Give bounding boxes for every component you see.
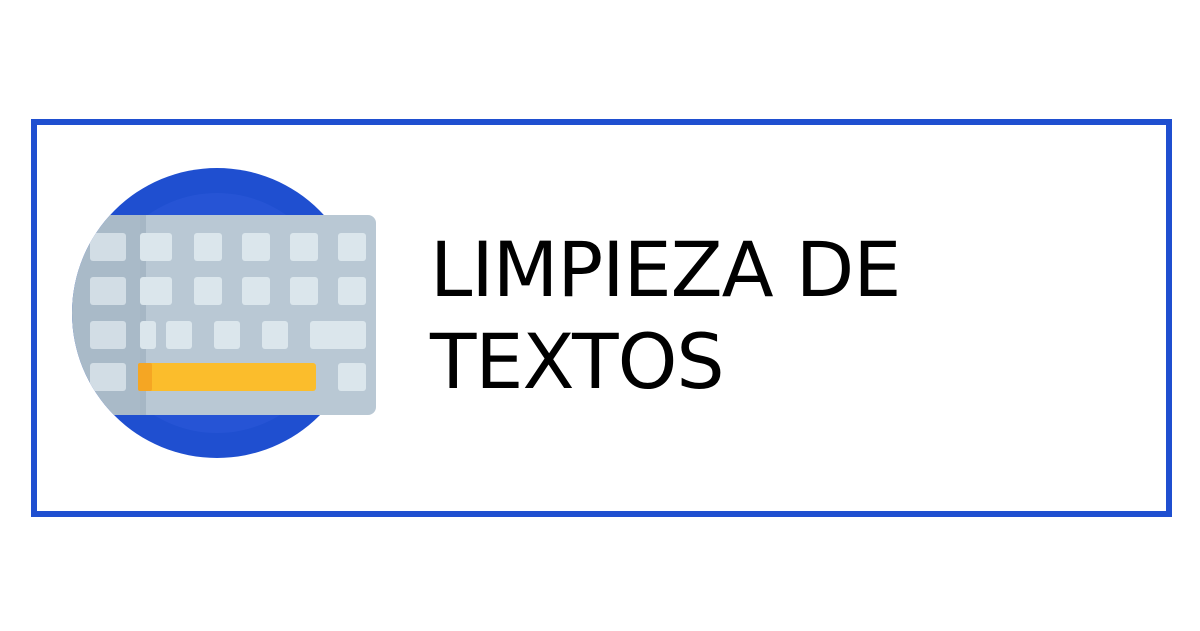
keyboard-icon xyxy=(70,165,380,465)
title-line-1: LIMPIEZA DE xyxy=(430,225,901,314)
spacebar xyxy=(138,363,316,391)
page-title: LIMPIEZA DE TEXTOS xyxy=(430,224,1130,408)
title-line-2: TEXTOS xyxy=(430,317,725,406)
